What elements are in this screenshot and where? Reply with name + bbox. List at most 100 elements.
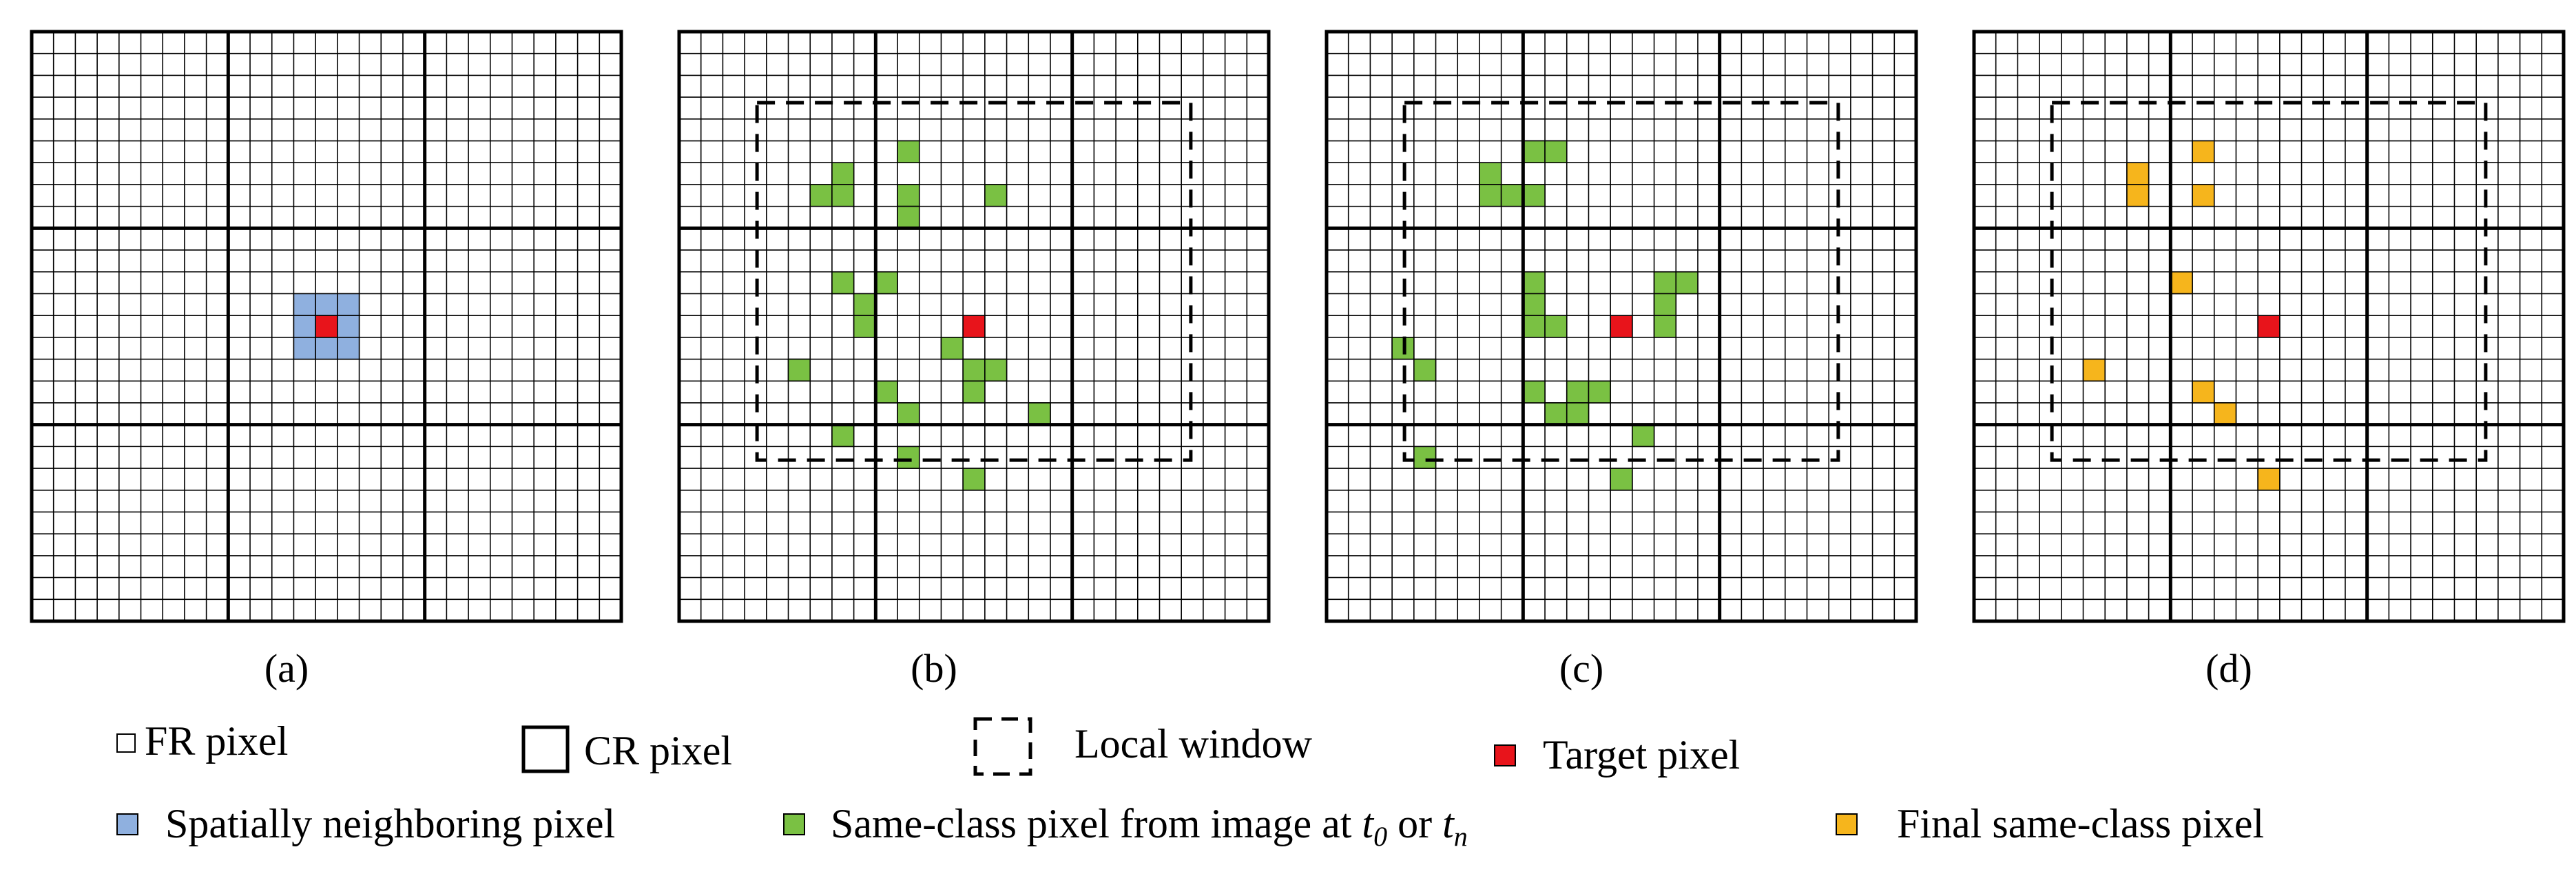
same-class-pixel — [1566, 380, 1590, 404]
target-pixel — [1610, 315, 1633, 338]
same-class-prefix: Same-class pixel from image at — [831, 801, 1362, 846]
legend-swatch-target-pixel — [1494, 744, 1516, 766]
legend-swatch-fr-pixel — [116, 733, 136, 753]
legend-label-final-pixel: Final same-class pixel — [1897, 801, 2264, 846]
same-class-pixel — [1479, 184, 1502, 207]
panel-b — [677, 30, 1271, 623]
local-window-c — [1402, 101, 1840, 462]
caption-c: (c) — [1559, 646, 1603, 691]
same-class-pixel — [897, 184, 920, 207]
t0-base: t — [1362, 801, 1374, 846]
final-same-class-pixel — [2192, 380, 2215, 404]
same-class-pixel — [1522, 271, 1546, 295]
same-class-pixel — [875, 380, 898, 404]
neighbor-pixel — [315, 293, 338, 316]
final-same-class-pixel — [2213, 402, 2237, 426]
same-class-pixel — [831, 424, 855, 448]
neighbor-pixel — [337, 315, 360, 338]
cr-grid-d — [1974, 32, 2564, 621]
tn-sub: n — [1454, 821, 1468, 852]
same-class-pixel — [897, 402, 920, 426]
final-same-class-pixel — [2170, 271, 2193, 295]
target-pixel — [2257, 315, 2281, 338]
caption-b: (b) — [911, 646, 957, 691]
same-class-pixel — [897, 140, 920, 164]
same-class-pixel — [831, 184, 855, 207]
cr-grid-c — [1327, 32, 1916, 621]
target-pixel — [962, 315, 986, 338]
panel-border-c — [1325, 30, 1918, 623]
same-class-pixel — [897, 446, 920, 469]
same-class-pixel — [1479, 162, 1502, 185]
legend-label-same-class-pixel: Same-class pixel from image at t0 or tn — [831, 801, 1468, 852]
same-class-pixel — [1522, 293, 1546, 316]
fr-grid-d — [1974, 32, 2564, 621]
same-class-pixel — [1653, 315, 1677, 338]
same-class-pixel — [1632, 424, 1655, 448]
legend-label-fr-pixel: FR pixel — [145, 718, 288, 764]
neighbor-pixel — [337, 293, 360, 316]
same-class-pixel — [1413, 358, 1437, 382]
final-same-class-pixel — [2192, 184, 2215, 207]
or-word: or — [1387, 801, 1442, 846]
neighbor-pixel — [293, 293, 316, 316]
same-class-pixel — [984, 184, 1008, 207]
legend-swatch-same-class-pixel — [783, 813, 805, 835]
legend-swatch-final-pixel — [1836, 813, 1858, 835]
caption-d: (d) — [2205, 646, 2252, 691]
legend-label-neighbor-pixel: Spatially neighboring pixel — [165, 801, 615, 846]
same-class-pixel — [853, 315, 877, 338]
same-class-pixel — [1522, 140, 1546, 164]
t0-sub: 0 — [1373, 821, 1387, 852]
same-class-pixel — [1544, 315, 1568, 338]
final-same-class-pixel — [2257, 468, 2281, 491]
same-class-pixel — [831, 271, 855, 295]
same-class-pixel — [787, 358, 811, 382]
panel-border-a — [30, 30, 623, 623]
tn-base: t — [1442, 801, 1455, 846]
panel-c — [1325, 30, 1918, 623]
same-class-pixel — [875, 271, 898, 295]
same-class-pixel — [897, 205, 920, 229]
same-class-pixel — [962, 380, 986, 404]
legend-label-cr-pixel: CR pixel — [584, 728, 732, 773]
neighbor-pixel — [293, 315, 316, 338]
legend-swatch-local-window — [973, 717, 1032, 776]
same-class-pixel — [1522, 184, 1546, 207]
local-window-d — [2050, 101, 2488, 462]
legend-label-local-window: Local window — [1074, 721, 1313, 766]
final-same-class-pixel — [2192, 140, 2215, 164]
neighbor-pixel — [315, 337, 338, 360]
same-class-pixel — [1588, 380, 1611, 404]
same-class-pixel — [1675, 271, 1699, 295]
legend: FR pixel CR pixel Local window Target pi… — [116, 717, 2264, 852]
cr-grid-b — [679, 32, 1269, 621]
cr-grid-a — [32, 32, 621, 621]
same-class-pixel — [1522, 315, 1546, 338]
neighbor-pixel — [293, 337, 316, 360]
panel-captions: (a) (b) (c) (d) — [264, 646, 2252, 691]
local-window-b — [755, 101, 1193, 462]
final-same-class-pixel — [2126, 184, 2150, 207]
same-class-pixel — [984, 358, 1008, 382]
same-class-pixel — [1653, 293, 1677, 316]
panel-d — [1972, 30, 2566, 623]
same-class-pixel — [1500, 184, 1524, 207]
same-class-pixel — [962, 358, 986, 382]
neighbor-pixel — [337, 337, 360, 360]
same-class-pixel — [1566, 402, 1590, 426]
panel-a — [30, 30, 623, 623]
same-class-pixel — [940, 337, 964, 360]
final-same-class-pixel — [2082, 358, 2106, 382]
legend-label-target-pixel: Target pixel — [1543, 732, 1740, 778]
target-pixel — [315, 315, 338, 338]
same-class-pixel — [853, 293, 877, 316]
same-class-pixel — [1610, 468, 1633, 491]
same-class-pixel — [1653, 271, 1677, 295]
same-class-pixel — [1544, 402, 1568, 426]
same-class-pixel — [809, 184, 833, 207]
legend-swatch-cr-pixel — [521, 725, 570, 773]
same-class-pixel — [831, 162, 855, 185]
panel-border-b — [677, 30, 1271, 623]
final-same-class-pixel — [2126, 162, 2150, 185]
